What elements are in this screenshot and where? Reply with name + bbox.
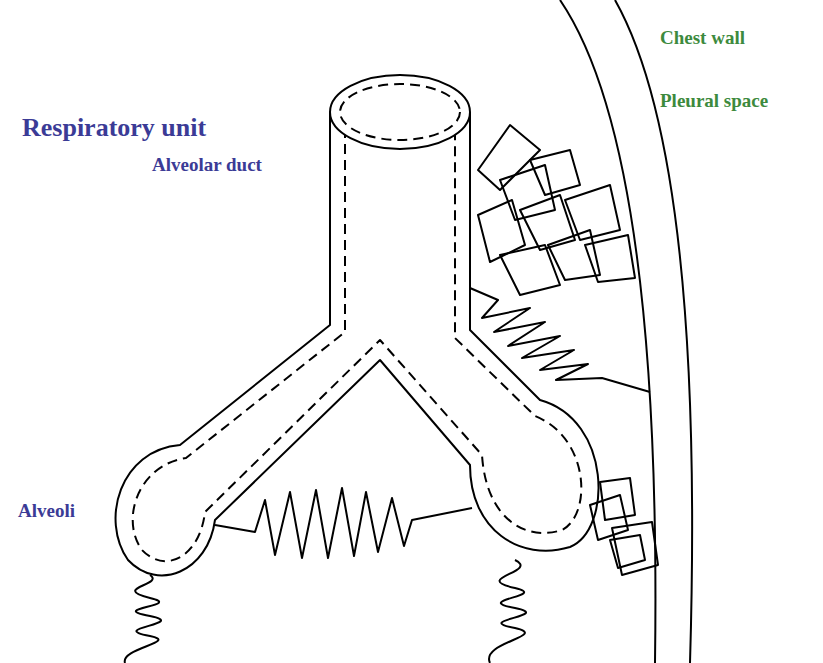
part-label: Alveoli — [18, 500, 75, 522]
fibre-mesh — [565, 185, 620, 240]
part-label: Alveolar duct — [152, 154, 262, 176]
duct-outline — [116, 112, 599, 575]
duct-opening — [330, 75, 470, 149]
chest-wall-inner — [560, 0, 655, 663]
fibre-mesh — [590, 495, 628, 540]
duct-opening-lining — [340, 84, 460, 140]
fibre-mesh — [548, 230, 600, 280]
coil-spring — [125, 575, 161, 663]
coil-spring — [489, 560, 526, 663]
elastic-spring — [215, 488, 472, 558]
fibre-mesh — [500, 165, 555, 220]
duct-lining — [133, 112, 582, 561]
part-label: Chest wall — [660, 27, 745, 49]
fibre-mesh — [610, 535, 645, 568]
part-label: Pleural space — [660, 90, 768, 112]
title-label: Respiratory unit — [22, 113, 206, 143]
fibre-mesh — [478, 125, 540, 190]
fibre-mesh — [478, 200, 525, 262]
elastic-spring — [470, 288, 650, 392]
fibre-mesh — [585, 235, 635, 282]
fibre-mesh — [530, 150, 580, 195]
